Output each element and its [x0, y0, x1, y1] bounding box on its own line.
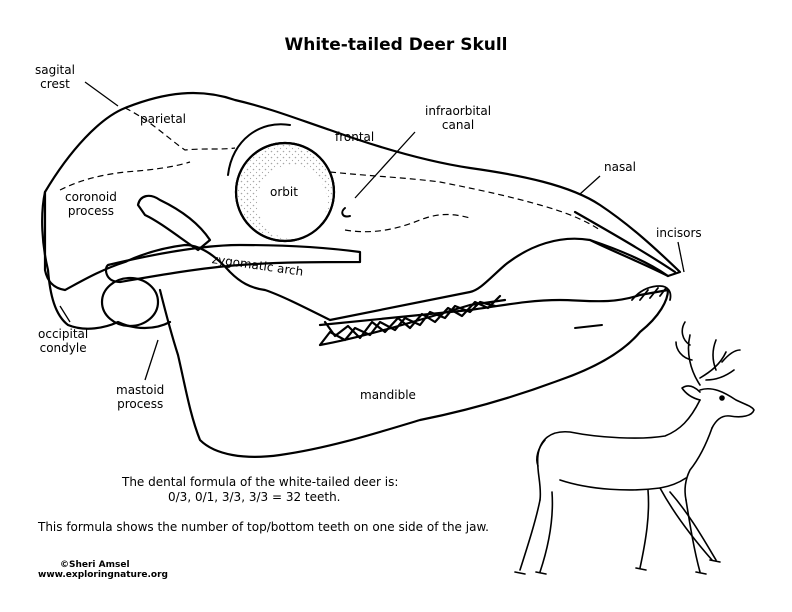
- label-incisors: incisors: [656, 226, 702, 240]
- diagram-title: White-tailed Deer Skull: [284, 35, 508, 55]
- mandible-outline: [158, 288, 670, 458]
- nasal-tip: [573, 210, 677, 278]
- leader-incisors: [677, 241, 685, 273]
- deer-figure: [514, 321, 755, 575]
- label-occipital-condyle: occipital condyle: [38, 327, 89, 355]
- leader-nasal: [579, 175, 601, 195]
- label-nasal: nasal: [604, 160, 636, 174]
- label-coronoid-process: coronoid process: [65, 190, 117, 218]
- label-sagital-crest: sagital crest: [35, 63, 75, 91]
- author-credit: ©Sheri Amsel: [60, 560, 130, 570]
- leader-occipital: [59, 305, 71, 323]
- incisor-teeth: [631, 285, 672, 301]
- leader-infraorbital: [354, 131, 416, 199]
- label-parietal: parietal: [140, 112, 187, 126]
- label-infraorbital-canal: infraorbital canal: [425, 104, 492, 132]
- label-orbit: orbit: [270, 185, 298, 199]
- label-frontal: frontal: [335, 130, 375, 144]
- zygomatic-arch-outline: [104, 243, 362, 284]
- leader-mastoid: [144, 339, 159, 381]
- cranium-outline: [43, 91, 682, 322]
- condyle-shape: [100, 276, 160, 328]
- label-mandible: mandible: [360, 388, 416, 402]
- coronoid-outline: [136, 194, 212, 252]
- lower-teeth: [318, 298, 507, 347]
- formula-explanation: This formula shows the number of top/bot…: [38, 520, 489, 534]
- website-credit: www.exploringnature.org: [38, 570, 168, 580]
- leader-sagital-crest: [84, 81, 119, 107]
- formula-intro: The dental formula of the white-tailed d…: [122, 475, 399, 489]
- label-mastoid-process: mastoid process: [116, 383, 165, 411]
- upper-teeth: [323, 294, 502, 340]
- dental-formula: 0/3, 0/1, 3/3, 3/3 = 32 teeth.: [168, 490, 341, 504]
